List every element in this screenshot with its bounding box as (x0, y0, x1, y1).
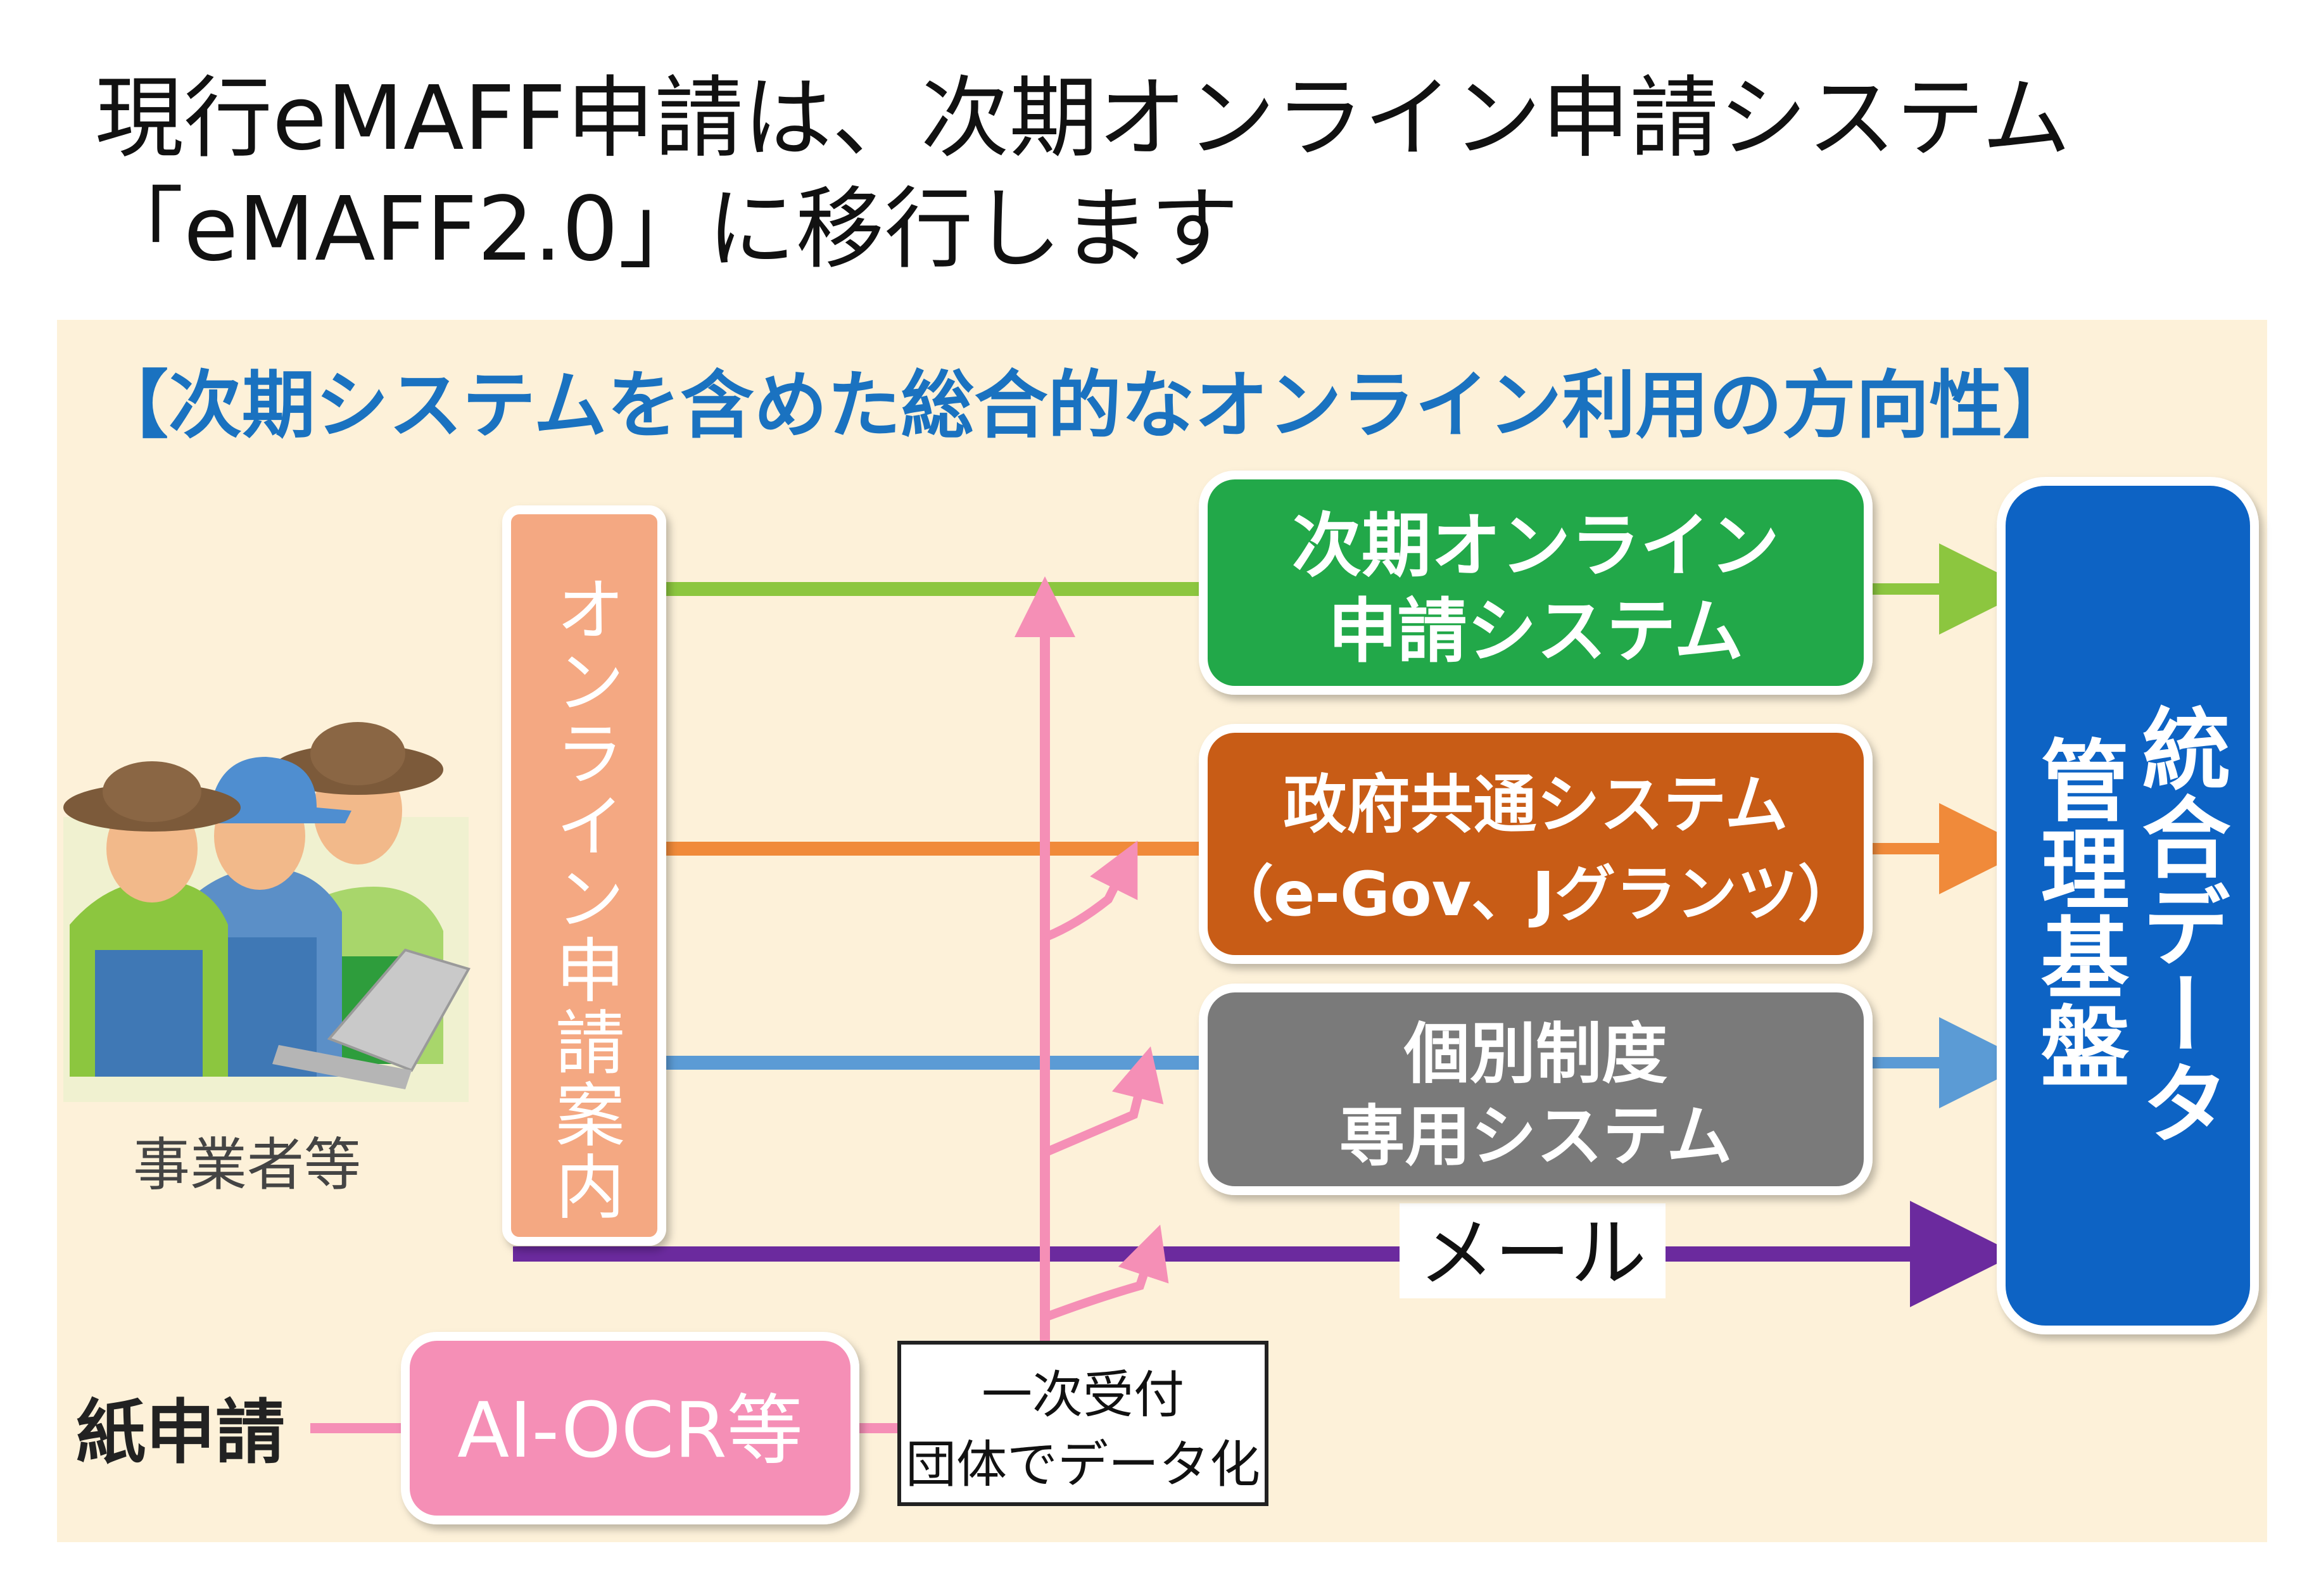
diagram-heading: 【次期システムを含めた総合的なオンライン利用の方向性】 (95, 363, 2077, 448)
first-reception-line1: 一次受付 (982, 1365, 1184, 1424)
system-box-individual: 個別制度 専用システム (1199, 984, 1873, 1195)
ai-ocr-box: AI-OCR等 (401, 1332, 859, 1524)
page-title-line1: 現行eMAFF申請は、次期オンライン申請システム (95, 67, 2071, 170)
ai-ocr-label: AI-OCR等 (457, 1387, 803, 1475)
first-reception-box: 一次受付 団体でデータ化 (897, 1341, 1268, 1506)
system-gov-common-line1: 政府共通システム (1284, 768, 1788, 842)
online-guide-box: オンライン申請案内 (502, 505, 666, 1246)
system-box-gov-common: 政府共通システム （e-Gov、Jグランツ） (1199, 724, 1873, 964)
data-platform-box: 統合データ 管理基盤 (1997, 477, 2259, 1334)
online-guide-label: オンライン申請案内 (543, 573, 624, 1223)
paper-application-label: 紙申請 (76, 1392, 285, 1473)
system-gov-common-line2: （e-Gov、Jグランツ） (1213, 859, 1859, 930)
system-next-online-line2: 申請システム (1328, 591, 1744, 672)
system-box-next-online: 次期オンライン 申請システム (1199, 471, 1873, 695)
farmers-illustration (63, 722, 471, 1102)
data-platform-col1: 統合データ (2127, 703, 2230, 1146)
users-label: 事業者等 (133, 1132, 361, 1198)
mail-label-bg (1400, 1203, 1666, 1298)
first-reception-line2: 団体でデータ化 (906, 1435, 1260, 1494)
data-platform-col2: 管理基盤 (2026, 735, 2130, 1089)
mail-label: メール (1419, 1210, 1647, 1298)
system-individual-line1: 個別制度 (1403, 1015, 1667, 1092)
page-title-line2: 「eMAFF2.0」に移行します (95, 178, 1239, 281)
system-individual-line2: 専用システム (1339, 1098, 1733, 1175)
system-next-online-line1: 次期オンライン (1292, 505, 1780, 586)
